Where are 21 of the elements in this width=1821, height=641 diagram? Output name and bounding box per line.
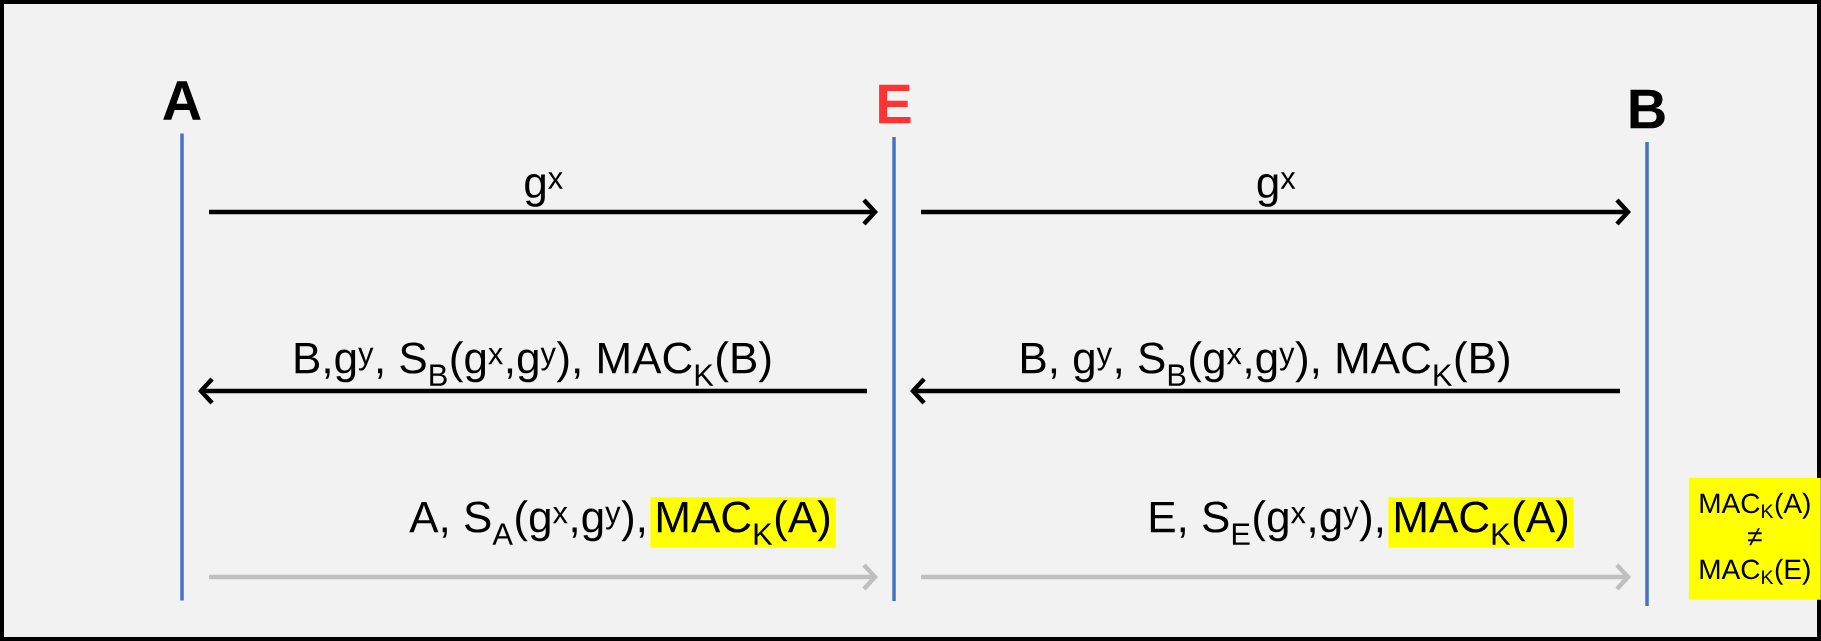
edge-label: g$^{x}$ [1253,170,1299,209]
edge-label: B, g$^{y}$, S$_{B}$(g$^{x}$,g$^{y}$), MAC$_{K}$(B) [1016,339,1514,388]
lifeline: B [1630,89,1665,606]
lifeline: E [879,84,911,601]
arrow [209,563,878,591]
node-label: E [879,84,911,124]
highlight-box: MAC$_{K}$(A) [650,497,836,548]
node-label: B [1630,89,1665,129]
node-label: A [163,81,201,120]
edge-label: A, S$_{A}$(g$^{x}$,g$^{y}$), [407,498,650,547]
lifeline: A [163,81,201,601]
arrow [921,563,1631,591]
highlight-box: MAC$_{K}$(A) ≠ MAC$_{K}$(E) [1688,477,1821,600]
arrow [921,198,1631,226]
arrow [209,198,878,226]
highlight-box: MAC$_{K}$(A) [1388,497,1574,548]
edge-label: B,g$^{y}$, S$_{B}$(g$^{x}$,g$^{y}$), MAC$_{K}$(B) [290,339,775,388]
arrow [198,377,867,405]
edge-label: g$^{x}$ [521,170,566,209]
arrow [910,377,1620,405]
edge-label: E, S$_{E}$(g$^{x}$,g$^{y}$), [1145,498,1388,547]
